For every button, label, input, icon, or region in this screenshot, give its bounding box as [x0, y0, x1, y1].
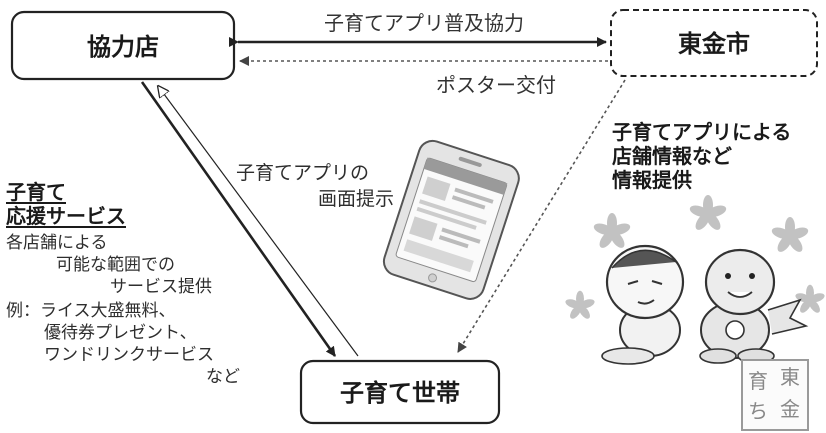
city-info-line1: 子育てアプリによる — [612, 120, 792, 144]
dinosaur-mascot-illustration — [699, 248, 809, 364]
store-node-label: 協力店 — [87, 33, 159, 61]
smartphone-icon — [382, 139, 520, 300]
household-node — [299, 359, 501, 425]
service-desc-line3: サービス提供 — [110, 277, 212, 297]
promotion-label: 子育てアプリ普及協力 — [324, 11, 524, 35]
service-example-line4: など — [206, 367, 240, 387]
city-node — [610, 9, 818, 77]
city-info-line3: 情報提供 — [612, 168, 692, 192]
child-mascot-illustration — [601, 244, 685, 365]
household-to-store-arrow — [158, 86, 359, 357]
info-arrow — [457, 79, 626, 353]
service-title-line1: 子育て — [6, 180, 66, 204]
city-info-line2: 店舗情報など — [612, 144, 732, 168]
service-desc-line1: 各店舗による — [6, 233, 108, 253]
seal-char-1: 育 — [748, 369, 768, 393]
poster-label: ポスター交付 — [436, 73, 556, 97]
service-desc-line2: 可能な範囲での — [56, 255, 175, 275]
service-example-line1: 例：ライス大盛無料、 — [6, 301, 176, 321]
seal-char-3: ち — [748, 399, 768, 423]
flower-decoration — [565, 195, 825, 319]
household-node-label: 子育て世帯 — [340, 379, 460, 407]
show-app-label-line2: 画面提示 — [318, 188, 395, 210]
seal-char-2: 東 — [780, 365, 800, 389]
store-to-household-arrow — [140, 81, 337, 357]
show-app-label-line1: 子育てアプリの — [236, 162, 370, 184]
service-example-line3: ワンドリンクサービス — [44, 345, 214, 365]
seal-char-4: 金 — [780, 397, 800, 421]
city-seal-stamp: 育 東 ち 金 — [741, 359, 809, 431]
service-title-line2: 応援サービス — [6, 204, 126, 228]
city-node-label: 東金市 — [678, 30, 750, 58]
service-example-line2: 優待券プレゼント、 — [44, 323, 197, 343]
